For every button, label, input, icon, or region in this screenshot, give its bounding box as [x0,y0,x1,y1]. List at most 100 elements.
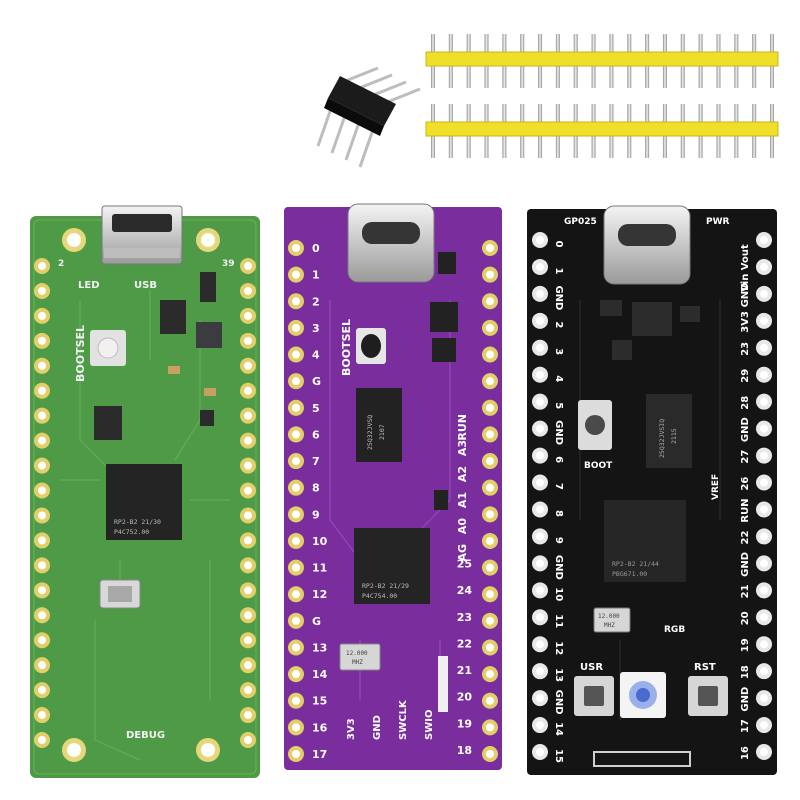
pin-hole [38,311,46,320]
pin-hole [536,289,544,298]
flash-black-marking-2: 2115 [670,428,678,444]
pin-hole [292,350,300,359]
purple-left-pin-label: 6 [312,428,320,441]
purple-left-pin-label: 7 [312,455,320,468]
pin-hole [760,397,768,406]
pin-hole [486,590,494,599]
pin-hole [244,611,252,620]
pin-hole [486,457,494,466]
purple-bottom-label: GND [372,715,383,740]
black-left-pin-label: GND [553,555,564,580]
purple-right-pin-label: A1 [456,492,469,508]
led-label: LED [78,280,100,291]
right-angle-header-4pin [316,66,421,168]
black-left-pin-label: GND [553,285,564,310]
micro-usb-connector [101,205,183,265]
pin-hole [38,361,46,370]
black-right-pin-label: 16 [740,746,751,760]
black-right-pin-label: RUN [740,498,751,522]
pin-hole [760,262,768,271]
debug-label: DEBUG [126,730,165,741]
flash-chip: 25Q32JVSQ 2107 [356,388,402,462]
pin-hole [760,343,768,352]
pin-hole [292,750,300,758]
pin-hole [292,536,300,545]
pin-hole [38,586,46,595]
purple-right-pin-label: 24 [457,584,473,597]
pin-hole [292,403,300,412]
chip-marking-2: P4C752.00 [114,528,149,536]
flash-black-marking-1: 25Q32JVSIQ [658,419,666,458]
green-board: 2 39 LED USB BOOTSEL RP2-B2 21/30 P4C752… [30,205,260,778]
purple-bottom-label: SWCLK [398,699,409,740]
black-right-pin-label: 20 [740,611,751,625]
pin-hole [486,723,494,732]
pin-hole [486,244,494,252]
header-body [425,121,779,137]
pin-hole [760,505,768,514]
pin-hole [38,411,46,420]
pin-hole [292,270,300,279]
usb-label: USB [134,280,157,291]
chip-marking-1: RP2-B2 21/30 [114,518,161,526]
flash-marking-2: 2107 [378,424,386,440]
black-right-pin-label: GND [740,552,751,577]
pin-hole [536,424,544,433]
pin-hole [486,323,494,332]
black-left-pin-label: 1 [553,267,564,274]
pin-hole [292,323,300,332]
rp2040-chip-black: RP2-B2 21/44 PBG671.00 [604,500,686,582]
black-right-pin-label: 22 [740,530,751,544]
pin-hole [486,510,494,519]
black-right-pin-label: 18 [740,665,751,679]
pin-hole [536,316,544,325]
pin-hole [486,670,494,679]
pin-hole [536,505,544,514]
pin-hole [486,563,494,572]
purple-right-pin-label: 19 [457,717,472,730]
pin-hole [244,561,252,570]
purple-left-pin-label: 14 [312,668,328,681]
pin-hole [536,236,544,244]
pin-hole [486,616,494,625]
pin-hole [244,711,252,720]
pin-hole [292,377,300,386]
usr-label: USR [580,662,603,673]
crystal-purple-text-1: 12.000 [346,650,368,657]
purple-bottom-label: 3V3 [346,718,357,740]
pin-hole [760,532,768,541]
chip-marking-black-2: PBG671.00 [612,570,647,578]
pin-hole [38,336,46,345]
purple-left-pin-label: 8 [312,482,320,495]
purple-left-pin-label: 15 [312,695,327,708]
pin-hole [536,640,544,649]
black-right-pin-label: GND [740,417,751,442]
black-right-pin-label: 17 [740,719,751,733]
purple-right-pin-label: 22 [457,637,472,650]
black-right-pin-label: 19 [740,638,751,652]
pin-hole [536,262,544,271]
black-right-pin-label: GND [740,687,751,712]
pin-hole [486,696,494,705]
purple-right-pin-label: 20 [457,691,473,704]
purple-right-pin-label: A0 [456,518,469,535]
black-right-pin-label: 23 [740,342,751,356]
pin-2-label: 2 [58,259,64,269]
pin-hole [486,643,494,652]
black-left-pin-label: 15 [553,749,564,763]
straight-header-top [425,34,779,88]
pin-hole [760,559,768,568]
pin-hole [486,536,494,545]
pin-39-label: 39 [222,259,235,269]
pin-hole [292,457,300,466]
pin-hole [536,343,544,352]
black-left-pin-label: 11 [553,614,564,628]
pin-hole [536,370,544,379]
purple-left-pin-label: 5 [312,402,320,415]
black-left-pin-label: 8 [553,510,564,517]
crystal-purple-text-2: MHZ [352,659,363,666]
pin-hole [244,262,252,270]
pin-hole [244,536,252,545]
black-left-pin-label: 10 [553,587,564,601]
